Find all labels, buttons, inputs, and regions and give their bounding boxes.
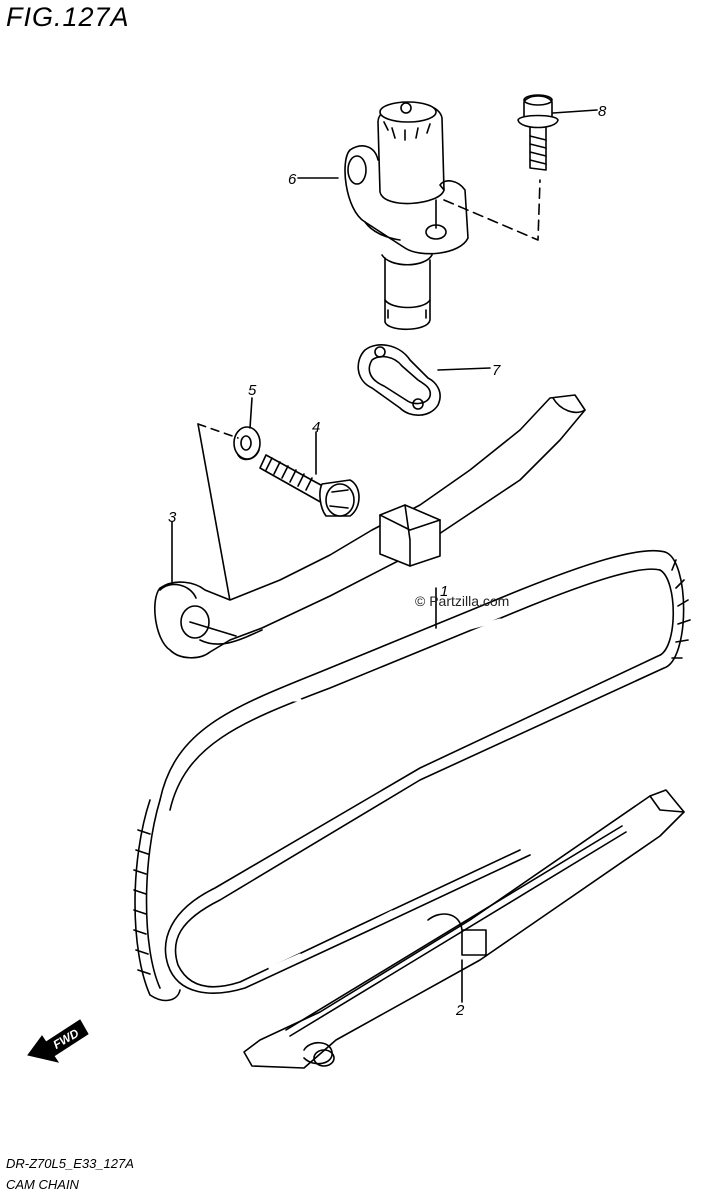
callout-2[interactable]: 2 xyxy=(455,1002,465,1019)
callout-3[interactable]: 3 xyxy=(168,509,177,526)
cam-chain-drawing xyxy=(133,549,691,1002)
assembly-line-a xyxy=(197,423,237,635)
tensioner-adjuster-drawing xyxy=(344,101,469,331)
callout-8[interactable]: 8 xyxy=(598,103,607,120)
leader-7 xyxy=(437,367,491,371)
tensioner-arm-drawing xyxy=(154,394,586,659)
watermark: © Partzilla.com xyxy=(415,593,509,609)
bolt-4-drawing xyxy=(259,454,360,517)
callout-1[interactable]: 1 xyxy=(440,583,448,600)
callout-5[interactable]: 5 xyxy=(248,382,257,399)
callout-7[interactable]: 7 xyxy=(492,362,501,379)
assembly-line-b xyxy=(197,423,239,439)
leader-5 xyxy=(249,397,253,429)
bolt-8-drawing xyxy=(517,94,559,171)
assembly-line-8 xyxy=(443,179,541,241)
figure-title: FIG.127A xyxy=(6,2,130,32)
gasket-drawing xyxy=(357,344,441,416)
washer-drawing xyxy=(233,426,261,461)
forward-direction-arrow: FWD xyxy=(27,1019,89,1063)
callout-4[interactable]: 4 xyxy=(312,419,320,436)
figure-code: DR-Z70L5_E33_127A xyxy=(6,1156,134,1171)
leader-8 xyxy=(552,109,598,114)
chain-guide-drawing xyxy=(243,789,685,1069)
figure-name: CAM CHAIN xyxy=(6,1177,79,1192)
callout-6[interactable]: 6 xyxy=(288,171,297,188)
